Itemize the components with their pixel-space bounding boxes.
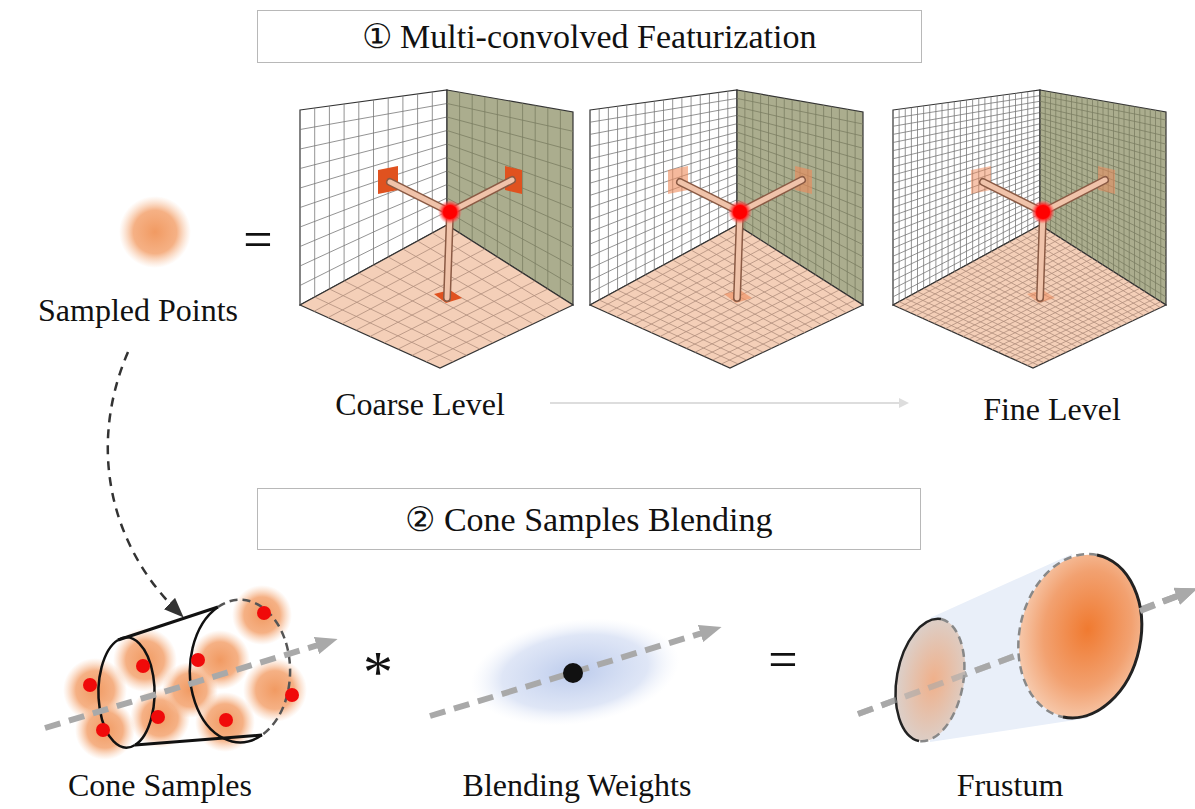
equals-sign: = (768, 634, 797, 686)
level-label: Coarse Level (335, 388, 505, 420)
level-label: Fine Level (983, 393, 1121, 425)
section-title-box: ② Cone Samples Blending (257, 488, 921, 550)
section-title: ① Multi-convolved Featurization (362, 16, 817, 56)
point-label: Sampled Points (38, 294, 238, 326)
part-label: Blending Weights (463, 769, 692, 801)
section-title-box: ① Multi-convolved Featurization (257, 10, 922, 63)
section-title: ② Cone Samples Blending (405, 499, 772, 539)
part-label: Frustum (957, 769, 1064, 801)
equals-sign: = (243, 214, 272, 266)
part-label: Cone Samples (68, 769, 252, 801)
operator-sign: * (363, 642, 393, 702)
